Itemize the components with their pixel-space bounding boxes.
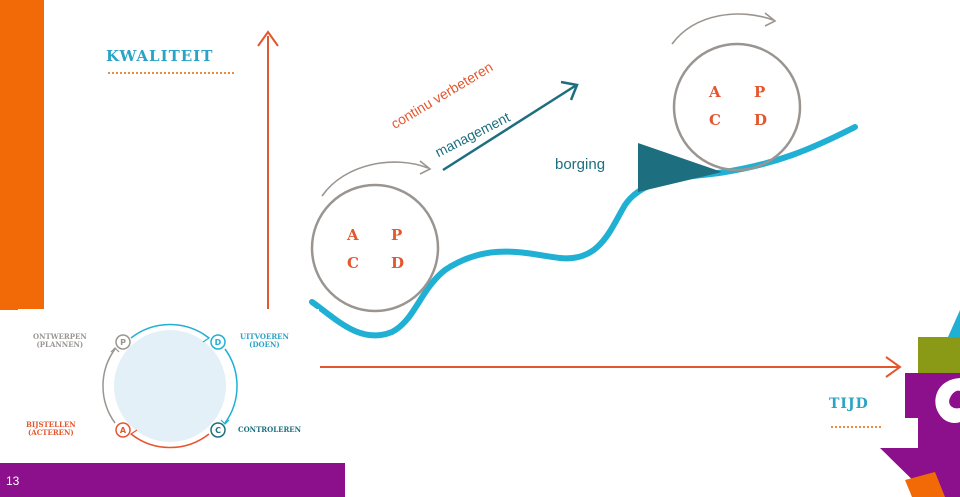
inset-label-do: UITVOEREN (DOEN) [240, 333, 289, 349]
inset-node-p: P [120, 338, 126, 347]
inset-label-plan: ONTWERPEN (PLANNEN) [33, 333, 87, 349]
inset-node-d: D [215, 338, 222, 347]
footer-bar [0, 463, 345, 497]
inset-label-do-line2: (DOEN) [240, 341, 289, 349]
inset-cycle-fill [114, 330, 226, 442]
inset-label-act: BIJSTELLEN (ACTEREN) [26, 421, 76, 437]
inset-arc-do-check [225, 349, 237, 423]
inset-label-check: CONTROLEREN [238, 426, 301, 434]
inset-node-a: A [120, 426, 127, 435]
inset-label-plan-line2: (PLANNEN) [33, 341, 87, 349]
inset-label-act-line2: (ACTEREN) [26, 429, 76, 437]
inset-arc-act-plan [103, 349, 115, 423]
inset-node-c: C [215, 426, 221, 435]
slide-number: 13 [6, 474, 19, 488]
